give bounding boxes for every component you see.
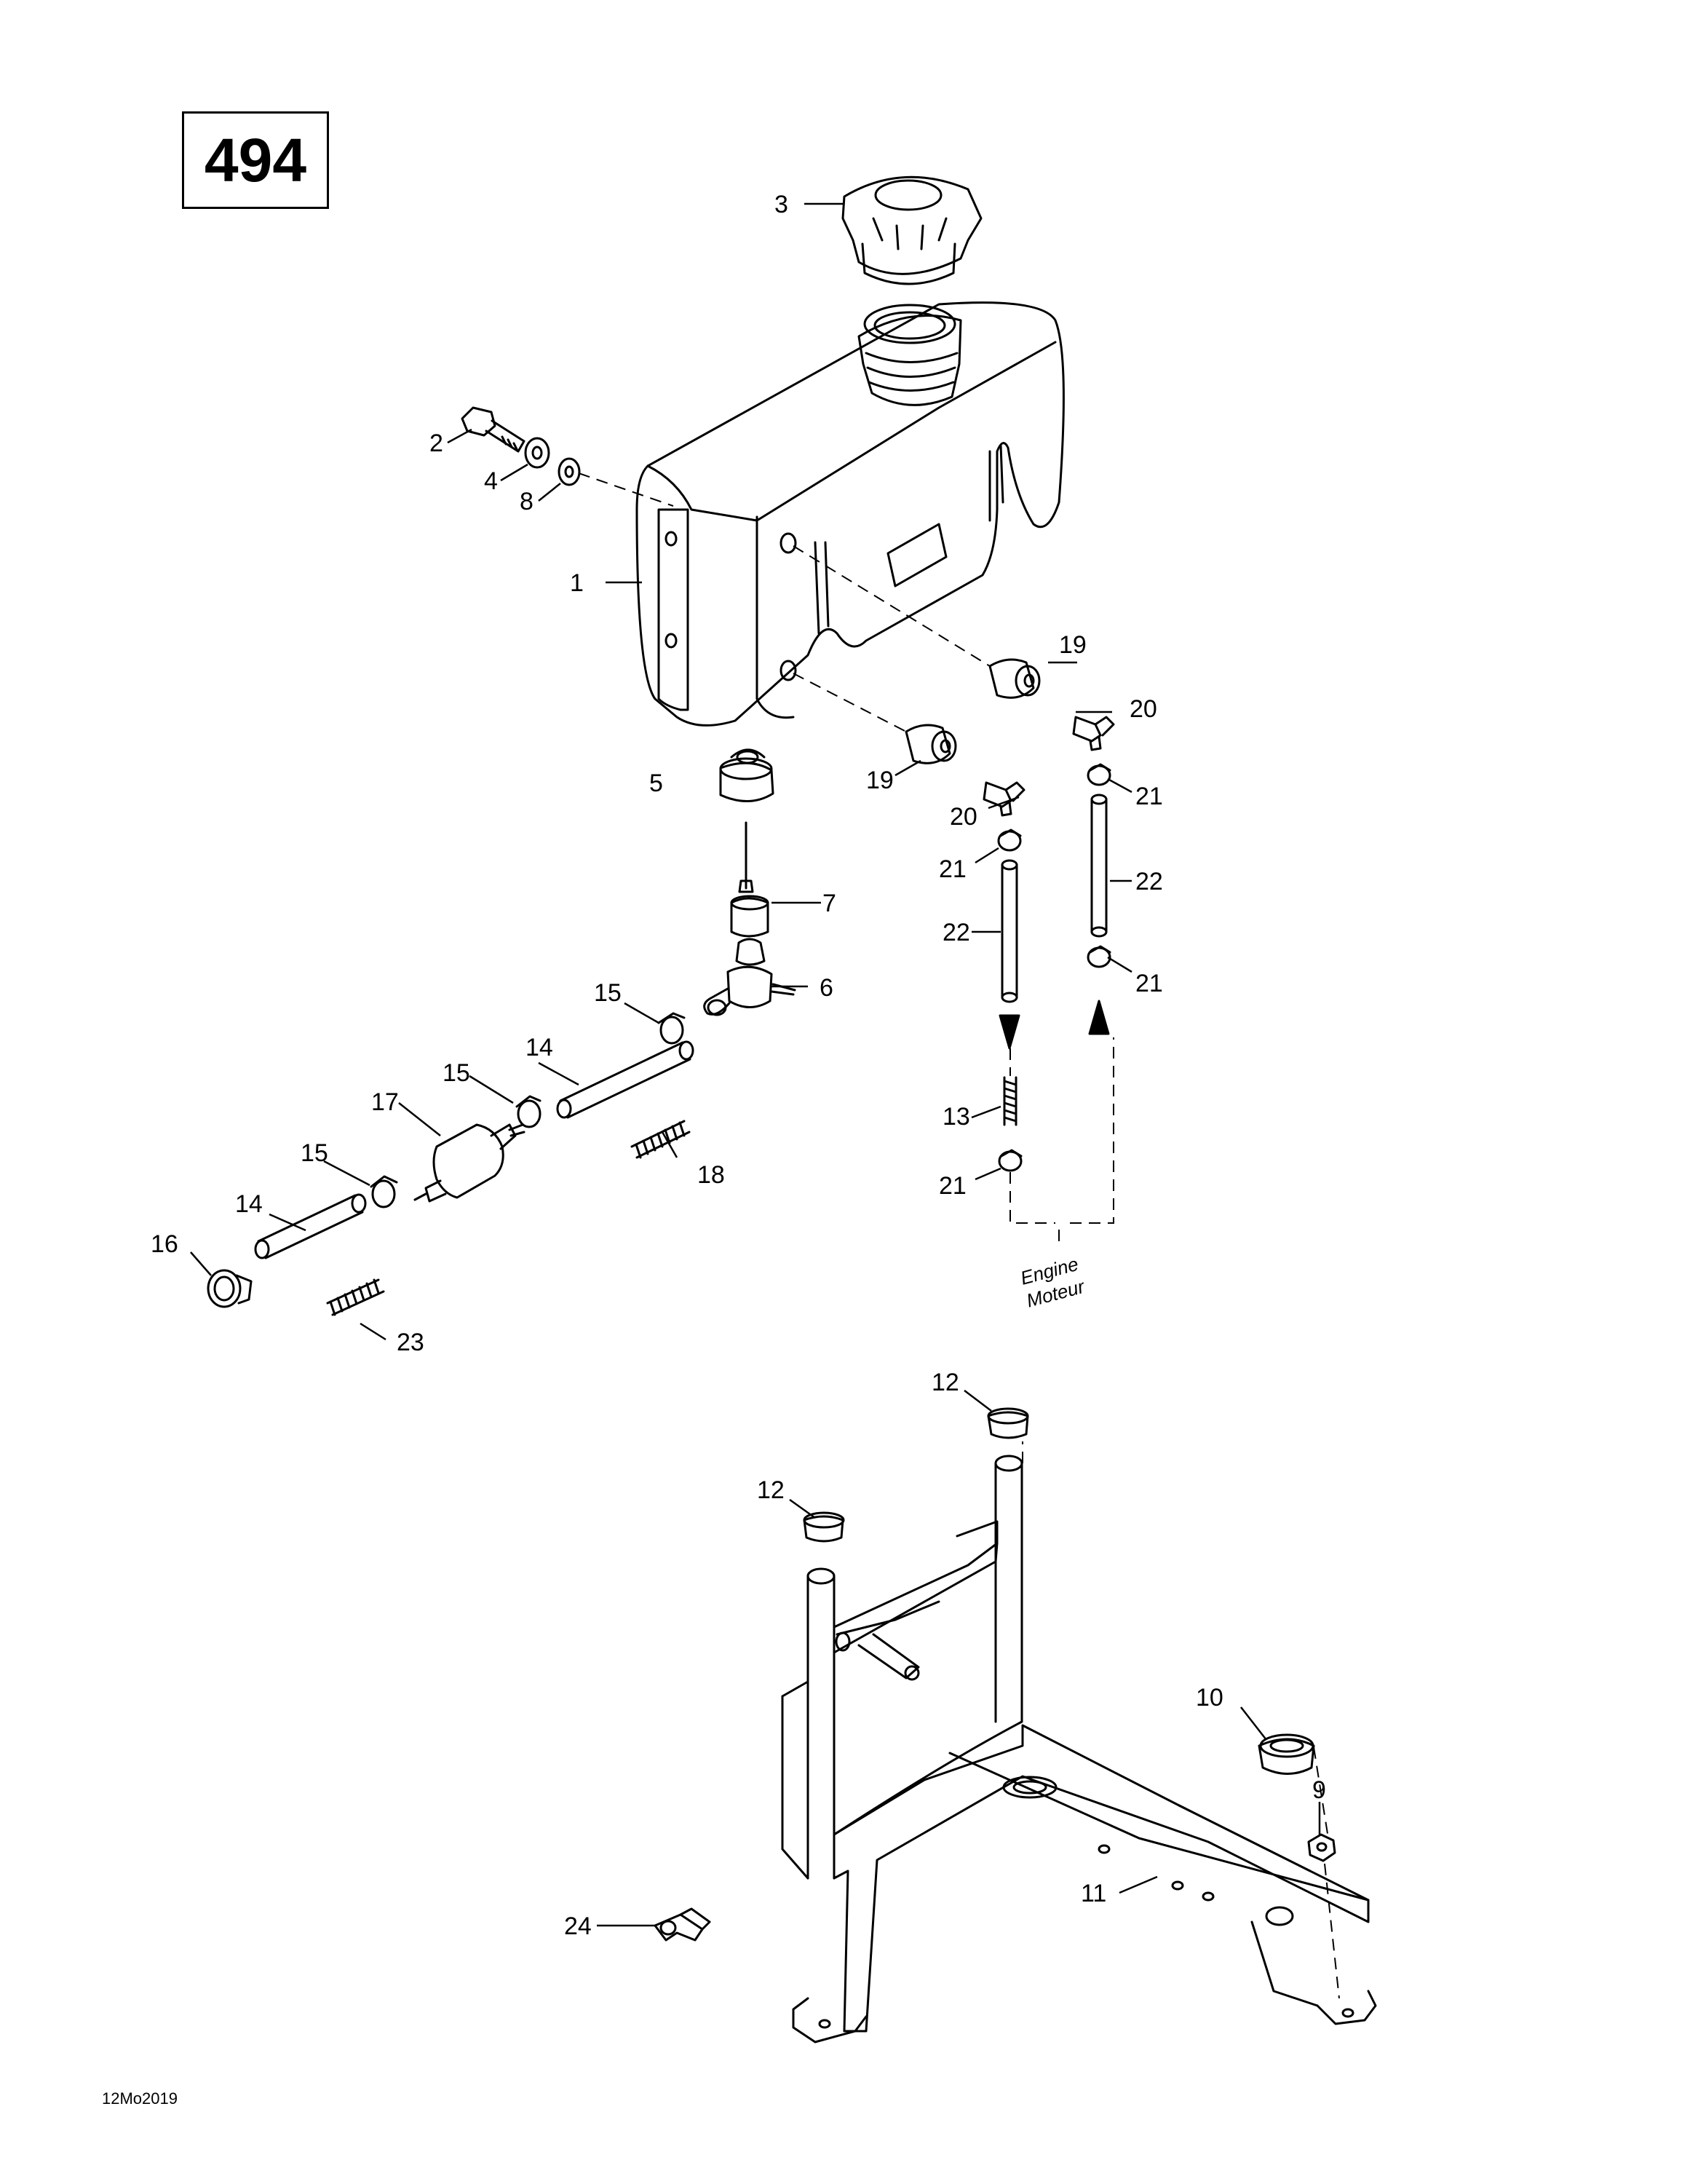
- callout-16: 16: [151, 1230, 178, 1258]
- page-number: 494: [204, 125, 307, 194]
- drawing-code: 12Mo2019: [102, 2089, 178, 2108]
- callout-22-right: 22: [1135, 868, 1163, 895]
- callout-15-upper: 15: [594, 979, 622, 1007]
- hose-clamp-middle: [515, 1095, 541, 1128]
- hex-nut: [1307, 1833, 1336, 1862]
- flat-washer: [524, 437, 550, 469]
- callout-23: 23: [397, 1329, 424, 1356]
- callout-6: 6: [820, 974, 833, 1002]
- callout-19-lower: 19: [866, 767, 894, 794]
- callout-15-lower: 15: [301, 1139, 328, 1167]
- tank-outlet-grommet: [719, 748, 774, 802]
- callout-1: 1: [570, 569, 584, 597]
- callout-18: 18: [697, 1161, 725, 1189]
- callout-14-upper: 14: [525, 1034, 553, 1061]
- callout-7: 7: [822, 890, 836, 917]
- callout-21-right-bottom: 21: [1135, 970, 1163, 997]
- filler-cap: [841, 175, 983, 285]
- callout-12-right: 12: [932, 1369, 959, 1396]
- oil-pick-up-valve: [703, 821, 796, 1016]
- callout-13: 13: [943, 1103, 970, 1131]
- callout-21-right-top: 21: [1135, 783, 1163, 810]
- flow-arrow-up: [1088, 1000, 1110, 1035]
- frame-plug-right: [987, 1407, 1029, 1439]
- hose-clamp-21-right-top: [1087, 763, 1111, 786]
- oil-tank: [635, 301, 1065, 727]
- vent-hose-left: [1001, 859, 1018, 1003]
- callout-20-upper: 20: [1130, 695, 1157, 723]
- hose-clamp-lower: [370, 1175, 398, 1208]
- frame-grommet: [1258, 1733, 1315, 1775]
- callout-21-left-bottom: 21: [939, 1172, 967, 1200]
- oil-hose-lower: [254, 1193, 367, 1259]
- callout-19-upper: 19: [1059, 631, 1087, 659]
- oil-tank-support-frame: [781, 1455, 1377, 2043]
- callout-9: 9: [1312, 1776, 1326, 1804]
- hose-clamp-end: [207, 1269, 253, 1308]
- oil-hose-upper: [556, 1040, 694, 1119]
- callout-15-middle: 15: [443, 1059, 470, 1087]
- hose-clamp-21-left-top: [997, 828, 1022, 852]
- cable-clip: [654, 1907, 711, 1942]
- callout-3: 3: [774, 191, 788, 218]
- callout-14-lower: 14: [235, 1190, 263, 1218]
- page-number-box: 494: [182, 111, 329, 209]
- callout-24: 24: [564, 1912, 592, 1940]
- hose-spring-upper: [630, 1120, 691, 1159]
- elbow-fitting-left: [983, 781, 1025, 817]
- hose-clamp-upper: [657, 1012, 686, 1045]
- callout-22-left: 22: [943, 919, 970, 946]
- hose-clamp-21-right-bottom: [1087, 945, 1111, 968]
- callout-17: 17: [371, 1088, 399, 1116]
- callout-11: 11: [1081, 1880, 1106, 1907]
- callout-21-left-top: 21: [939, 855, 967, 883]
- callout-4: 4: [484, 467, 498, 495]
- lock-washer: [558, 457, 581, 486]
- vent-grommet-upper: [988, 658, 1041, 699]
- vent-grommet-lower: [905, 724, 957, 764]
- vent-spring: [1003, 1076, 1017, 1126]
- hose-spring-lower: [326, 1278, 385, 1316]
- callout-5: 5: [649, 769, 663, 797]
- hose-clamp-21-left-bottom: [998, 1149, 1023, 1172]
- vent-hose-right: [1090, 794, 1108, 938]
- elbow-fitting-right: [1072, 716, 1115, 751]
- flow-arrow-down: [999, 1014, 1020, 1050]
- frame-plug-left: [803, 1511, 845, 1543]
- callout-2: 2: [429, 430, 443, 457]
- leader-lines: [190, 202, 1321, 1927]
- callout-10: 10: [1196, 1684, 1223, 1712]
- callout-20-lower: 20: [950, 803, 977, 831]
- assembly-lines: [578, 472, 1340, 1999]
- callout-8: 8: [520, 488, 533, 515]
- callout-12-left: 12: [757, 1476, 785, 1504]
- oil-filter: [413, 1123, 525, 1203]
